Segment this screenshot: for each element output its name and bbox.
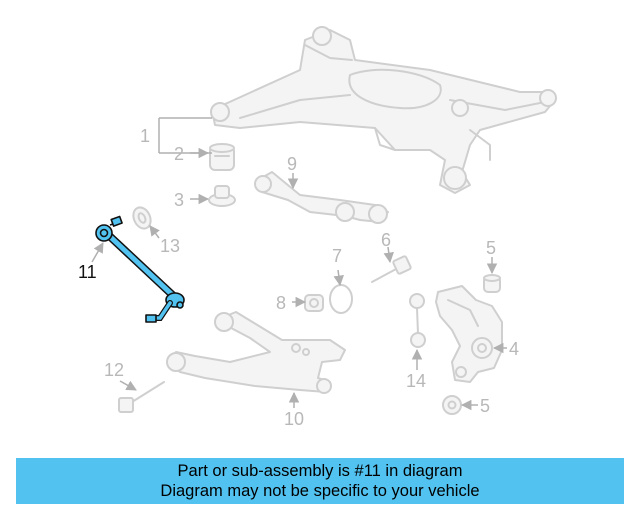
mount-part — [208, 185, 236, 207]
callout-2: 2 — [174, 144, 184, 164]
callout-7: 7 — [332, 246, 342, 266]
info-banner: Part or sub-assembly is #11 in diagram D… — [16, 458, 624, 504]
bushing-part-5-upper — [483, 274, 501, 293]
callout-numbers: 1 2 3 9 13 11 6 7 8 5 4 14 5 10 12 — [78, 126, 519, 429]
knuckle-part-4 — [435, 285, 503, 383]
nut-part-8 — [304, 294, 324, 312]
bushing-part — [209, 143, 235, 171]
banner-line-1: Part or sub-assembly is #11 in diagram — [177, 462, 463, 480]
callout-10: 10 — [284, 409, 304, 429]
washer-part — [132, 206, 152, 230]
callout-14: 14 — [406, 371, 426, 391]
lower-control-arm-part-10 — [166, 311, 346, 394]
leader-lines — [91, 117, 507, 411]
callout-9: 9 — [287, 154, 297, 174]
callout-12: 12 — [104, 360, 124, 380]
callout-8: 8 — [276, 293, 286, 313]
nut-part-5-lower — [442, 395, 462, 415]
callout-5-upper: 5 — [486, 238, 496, 258]
bolt-part-12 — [118, 381, 165, 413]
bolt-part-6 — [371, 255, 412, 283]
upper-control-arm — [254, 171, 389, 224]
callout-11: 11 — [78, 262, 97, 282]
callout-5-lower: 5 — [480, 396, 490, 416]
callout-1: 1 — [140, 126, 150, 146]
parts-diagram: 1 2 3 9 13 11 6 7 8 5 4 14 5 10 12 — [78, 26, 557, 429]
highlighted-link-part-11 — [95, 215, 185, 323]
callout-6: 6 — [381, 230, 391, 250]
callout-13: 13 — [160, 236, 180, 256]
banner-line-2: Diagram may not be specific to your vehi… — [160, 482, 480, 500]
callout-3: 3 — [174, 190, 184, 210]
subframe-crossmember — [210, 26, 557, 194]
ring-part-7 — [329, 284, 353, 314]
callout-4: 4 — [509, 339, 519, 359]
end-link-part-14 — [409, 293, 426, 348]
